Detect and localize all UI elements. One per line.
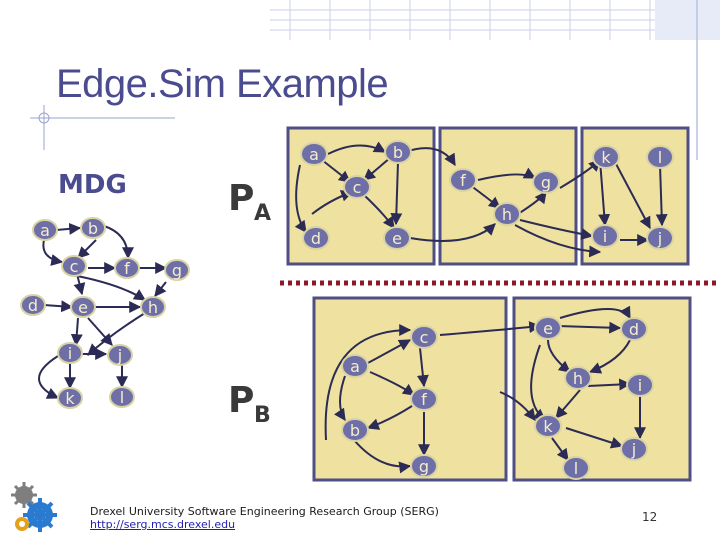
title-rule (30, 105, 175, 150)
mdg-node-j: j (107, 344, 133, 366)
pa-node-label-a: a (309, 145, 319, 164)
pa-label-sub: A (254, 201, 271, 226)
pa-node-c: c (343, 175, 371, 199)
mdg-node-b: b (80, 217, 106, 239)
mdg-node-f: f (114, 257, 140, 279)
mdg-node-label-l: l (120, 388, 124, 407)
partition-pb: c a f b g e d h i k l j (312, 296, 692, 482)
mdg-node-label-b: b (88, 219, 98, 238)
pb-node-f: f (410, 387, 438, 411)
pb-label-main: P (228, 380, 254, 421)
pb-node-label-e: e (543, 319, 553, 338)
pa-node-a: a (300, 142, 328, 166)
pb-node-k: k (534, 414, 562, 438)
mdg-node-label-k: k (65, 389, 75, 408)
footer-link[interactable]: http://serg.mcs.drexel.edu (90, 518, 236, 531)
pb-node-e: e (534, 316, 562, 340)
pb-node-a: a (341, 354, 369, 378)
mdg-node-k: k (57, 387, 83, 409)
pb-node-j: j (620, 437, 648, 461)
pa-node-l: l (646, 145, 674, 169)
mdg-node-c: c (61, 255, 87, 277)
pb-label: P B (228, 380, 271, 428)
mdg-node-l: l (109, 386, 135, 408)
pa-node-d: d (302, 226, 330, 250)
pb-node-label-g: g (419, 457, 429, 476)
pb-node-label-f: f (421, 390, 427, 409)
pa-node-label-i: i (603, 227, 607, 246)
pa-node-label-b: b (393, 143, 403, 162)
pb-node-label-h: h (573, 369, 583, 388)
mdg-node-i: i (57, 342, 83, 364)
pa-node-label-e: e (392, 229, 402, 248)
footer-organization: Drexel University Software Engineering R… (90, 505, 439, 518)
pa-label-main: P (228, 178, 254, 219)
pa-node-h: h (493, 202, 521, 226)
pb-node-label-l: l (574, 459, 578, 478)
pa-node-label-d: d (311, 229, 321, 248)
pb-node-g: g (410, 454, 438, 478)
pa-node-k: k (592, 145, 620, 169)
pa-node-g: g (532, 170, 560, 194)
mdg-label: MDG (58, 170, 127, 200)
pa-cluster-2 (438, 126, 578, 266)
mdg-node-g: g (164, 259, 190, 281)
serg-logo (11, 482, 57, 532)
pa-node-b: b (384, 140, 412, 164)
pb-node-label-j: j (631, 440, 636, 459)
mdg-node-label-d: d (28, 296, 38, 315)
pa-node-label-k: k (601, 148, 611, 167)
mdg-node-label-j: j (117, 346, 122, 365)
pa-node-label-h: h (502, 205, 512, 224)
mdg-node-a: a (32, 219, 58, 241)
mdg-node-label-h: h (148, 298, 158, 317)
pb-label-sub: B (254, 403, 271, 428)
mdg-node-d: d (20, 294, 46, 316)
mdg-node-label-c: c (70, 257, 79, 276)
pb-node-h: h (564, 366, 592, 390)
pb-node-i: i (626, 373, 654, 397)
mdg-graph: a b c f g d e (20, 217, 190, 409)
mdg-node-h: h (140, 296, 166, 318)
pb-cluster-1 (312, 296, 508, 482)
pa-node-f: f (449, 168, 477, 192)
mdg-node-label-f: f (124, 259, 130, 278)
pa-node-label-f: f (460, 171, 466, 190)
header-grid (270, 0, 720, 160)
mdg-node-e: e (70, 296, 96, 318)
partition-pa: a b c d e f g h k l i j (286, 126, 690, 266)
pa-node-label-j: j (657, 229, 662, 248)
pa-label: P A (228, 178, 271, 226)
pb-node-d: d (620, 317, 648, 341)
pb-node-label-a: a (350, 357, 360, 376)
pb-node-label-k: k (543, 417, 553, 436)
pb-node-label-c: c (420, 328, 429, 347)
pb-node-label-d: d (629, 320, 639, 339)
pa-node-label-g: g (541, 173, 551, 192)
pa-node-label-c: c (353, 178, 362, 197)
mdg-node-label-i: i (68, 344, 72, 363)
mdg-node-label-g: g (172, 261, 182, 280)
pa-node-i: i (591, 224, 619, 248)
mdg-node-label-a: a (40, 221, 50, 240)
pb-node-label-b: b (350, 421, 360, 440)
pb-node-label-i: i (638, 376, 642, 395)
pa-node-j: j (646, 226, 674, 250)
pb-node-l: l (562, 456, 590, 480)
pb-node-c: c (410, 325, 438, 349)
pb-node-b: b (341, 418, 369, 442)
mdg-node-label-e: e (78, 298, 88, 317)
slide-title: Edge.Sim Example (56, 62, 389, 106)
pa-node-e: e (383, 226, 411, 250)
pa-node-label-l: l (658, 148, 662, 167)
page-number: 12 (642, 510, 658, 524)
